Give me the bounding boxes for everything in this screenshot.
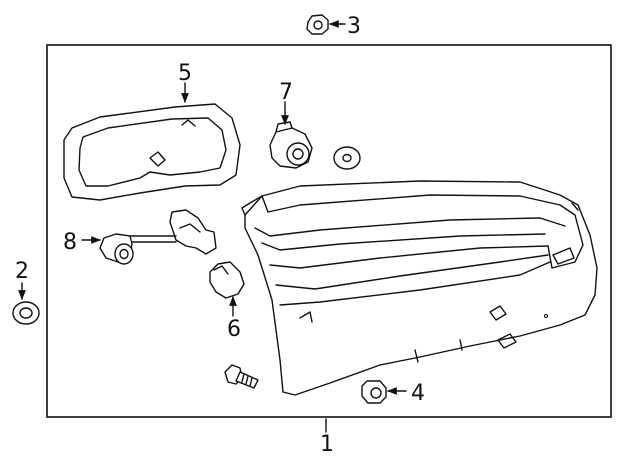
- socket-washer: [333, 146, 361, 170]
- callout-6: 6: [227, 317, 241, 342]
- callout-4: 4: [411, 381, 425, 406]
- lamp-housing: [241, 180, 598, 396]
- assembly-frame: [46, 44, 612, 418]
- callout-3: 3: [347, 14, 361, 39]
- mounting-bolt: [224, 364, 259, 389]
- callout-5: 5: [178, 61, 192, 86]
- mounting-nut: [361, 380, 387, 404]
- callout-7: 7: [279, 80, 293, 105]
- bulb-socket: [269, 121, 313, 169]
- gasket: [63, 103, 241, 201]
- bulb: [209, 261, 245, 299]
- socket-wire-harness: [99, 209, 217, 265]
- callout-2: 2: [15, 259, 29, 284]
- callout-1: 1: [320, 432, 334, 457]
- nut: [306, 14, 329, 35]
- callout-8: 8: [63, 230, 77, 255]
- grommet: [12, 301, 40, 325]
